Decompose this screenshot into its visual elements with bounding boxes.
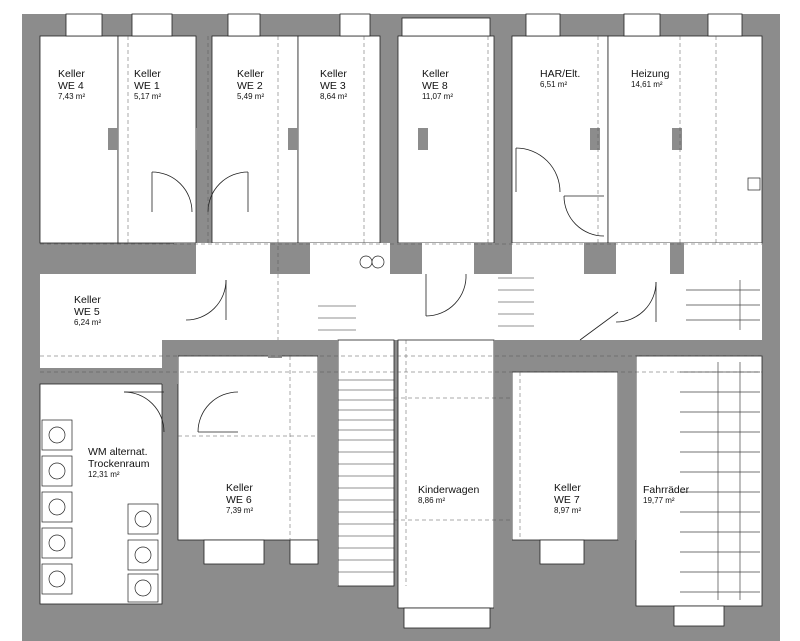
- room-kinderwagen: [397, 339, 495, 609]
- room-subtitle: WE 5: [74, 306, 100, 319]
- room-we5-ext: [40, 274, 162, 368]
- doors: [123, 147, 657, 433]
- stair-treads: [318, 277, 534, 573]
- room-title: Keller: [320, 68, 347, 80]
- room-fahrraeder: [635, 355, 763, 607]
- room-title: Keller: [554, 482, 581, 494]
- room-label-kinderwagen: Kinderwagen 8,86 m²: [418, 484, 479, 505]
- room-label-we2: Keller WE 2 5,49 m²: [237, 68, 264, 101]
- room-title: Keller: [422, 68, 449, 80]
- room-area: 14,61 m²: [631, 80, 663, 90]
- room-area: 5,17 m²: [134, 92, 162, 102]
- room-subtitle: WE 1: [134, 80, 160, 93]
- room-subtitle: WE 7: [554, 494, 580, 507]
- room-title: Keller: [58, 68, 85, 80]
- room-area: 19,77 m²: [643, 496, 675, 506]
- room-we2: [211, 35, 299, 244]
- room-we7: [511, 371, 619, 541]
- room-title: Fahrräder: [643, 484, 690, 496]
- room-subtitle: WE 3: [320, 80, 346, 93]
- room-we6: [177, 355, 319, 541]
- room-heizung: [607, 35, 763, 244]
- room-label-we3: Keller WE 3 8,64 m²: [320, 68, 347, 101]
- room-label-we4: Keller WE 4 7,43 m²: [58, 68, 85, 101]
- room-label-har: HAR/Elt. 6,51 m²: [540, 68, 580, 89]
- room-area: 7,43 m²: [58, 92, 86, 102]
- room-label-we8: Keller WE 8 11,07 m²: [422, 68, 453, 101]
- room-title: Keller: [237, 68, 264, 80]
- dashed-lines: [40, 36, 762, 586]
- room-title: Keller: [74, 294, 101, 306]
- fixtures: [359, 177, 761, 269]
- room-area: 11,07 m²: [422, 92, 453, 102]
- room-area: 8,64 m²: [320, 92, 348, 102]
- room-label-heizung: Heizung 14,61 m²: [631, 68, 670, 89]
- room-label-we1: Keller WE 1 5,17 m²: [134, 68, 161, 101]
- room-label-we7: Keller WE 7 8,97 m²: [554, 482, 581, 515]
- room-we3: [297, 35, 381, 244]
- wall-details: [108, 128, 684, 610]
- room-area: 6,51 m²: [540, 80, 568, 90]
- room-area: 6,24 m²: [74, 318, 102, 328]
- room-area: 8,97 m²: [554, 506, 582, 516]
- room-label-fahrraeder: Fahrräder 19,77 m²: [643, 484, 689, 505]
- room-subtitle: WE 2: [237, 80, 263, 93]
- room-title: WM alternat.: [88, 446, 148, 458]
- windows: [65, 13, 743, 629]
- room-area: 8,86 m²: [418, 496, 446, 506]
- room-title: Heizung: [631, 68, 670, 80]
- room-title: Kinderwagen: [418, 484, 480, 496]
- room-area: 7,39 m²: [226, 506, 254, 516]
- room-subtitle: Trockenraum: [88, 458, 150, 471]
- room-title: HAR/Elt.: [540, 68, 581, 80]
- room-area: 12,31 m²: [88, 470, 120, 480]
- room-title: Keller: [226, 482, 253, 494]
- stair: [337, 339, 395, 587]
- bike-racks: [680, 280, 760, 600]
- room-we4: [39, 35, 119, 244]
- room-area: 5,49 m²: [237, 92, 265, 102]
- room-subtitle: WE 8: [422, 80, 448, 93]
- room-label-we5: Keller WE 5 6,24 m²: [74, 294, 101, 327]
- room-title: Keller: [134, 68, 161, 80]
- room-label-wm: WM alternat. Trockenraum 12,31 m²: [88, 446, 149, 479]
- appliances: [41, 419, 159, 603]
- room-subtitle: WE 4: [58, 80, 84, 93]
- room-label-we6: Keller WE 6 7,39 m²: [226, 482, 253, 515]
- room-subtitle: WE 6: [226, 494, 252, 507]
